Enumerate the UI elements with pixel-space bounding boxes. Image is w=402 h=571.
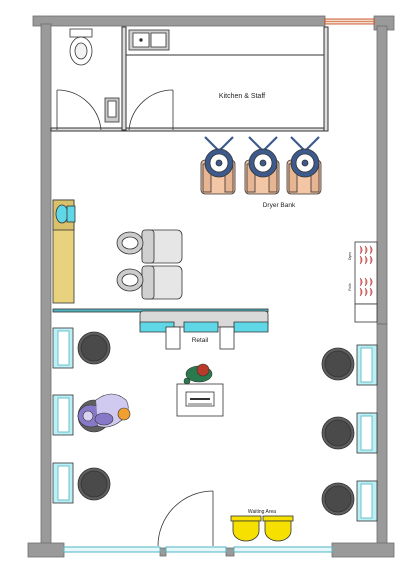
walls (27, 15, 395, 558)
reception-desk (176, 383, 224, 417)
dryer-bank (200, 136, 322, 195)
retail-counter (52, 308, 269, 350)
styling-station (321, 344, 378, 386)
waiting-chair (262, 515, 294, 542)
dryer-unit (286, 136, 322, 195)
receptionist (183, 363, 213, 385)
top-wall (32, 15, 326, 27)
kitchen-sink (128, 29, 170, 51)
hand-basin (104, 97, 120, 123)
bottom-right-pillar (331, 542, 395, 558)
styling-stations-right (321, 344, 378, 522)
dryer-unit (244, 136, 280, 195)
bottom-wall-middle (159, 547, 167, 557)
client-and-stylist (77, 393, 131, 433)
styling-station (321, 480, 378, 522)
dryer-unit (200, 136, 236, 195)
supply-rack: Dyes Foils (348, 241, 378, 323)
styling-stations-left (52, 327, 111, 504)
left-wall (40, 23, 52, 554)
left-counter (52, 199, 76, 304)
bottom-windows (63, 546, 333, 553)
waiting-chair (230, 515, 262, 542)
door-swings (56, 89, 214, 547)
styling-station (321, 412, 378, 454)
styling-station (52, 462, 111, 504)
right-wall-upper (376, 25, 388, 325)
label-dryer-bank: Dryer Bank (263, 202, 296, 209)
shampoo-stations (116, 229, 183, 300)
shampoo-station (116, 229, 183, 264)
label-retail: Retail (192, 337, 209, 344)
label-kitchen: Kitchen & Staff (219, 93, 265, 100)
bottom-wall-mid2 (225, 547, 235, 557)
shampoo-station (116, 265, 183, 300)
toilet (69, 28, 93, 66)
styling-station (52, 327, 111, 369)
bottom-left-pillar (27, 542, 65, 558)
label-rack-dyes: Dyes (348, 252, 352, 260)
label-waiting-area: Waiting Area (248, 509, 276, 515)
right-wall-lower (376, 323, 388, 554)
interior-walls (50, 26, 329, 132)
top-window (324, 18, 375, 25)
kitchen-partition (50, 127, 329, 132)
styling-station (52, 394, 74, 436)
label-rack-foils: Foils (348, 283, 352, 291)
waiting-chairs (230, 515, 294, 542)
